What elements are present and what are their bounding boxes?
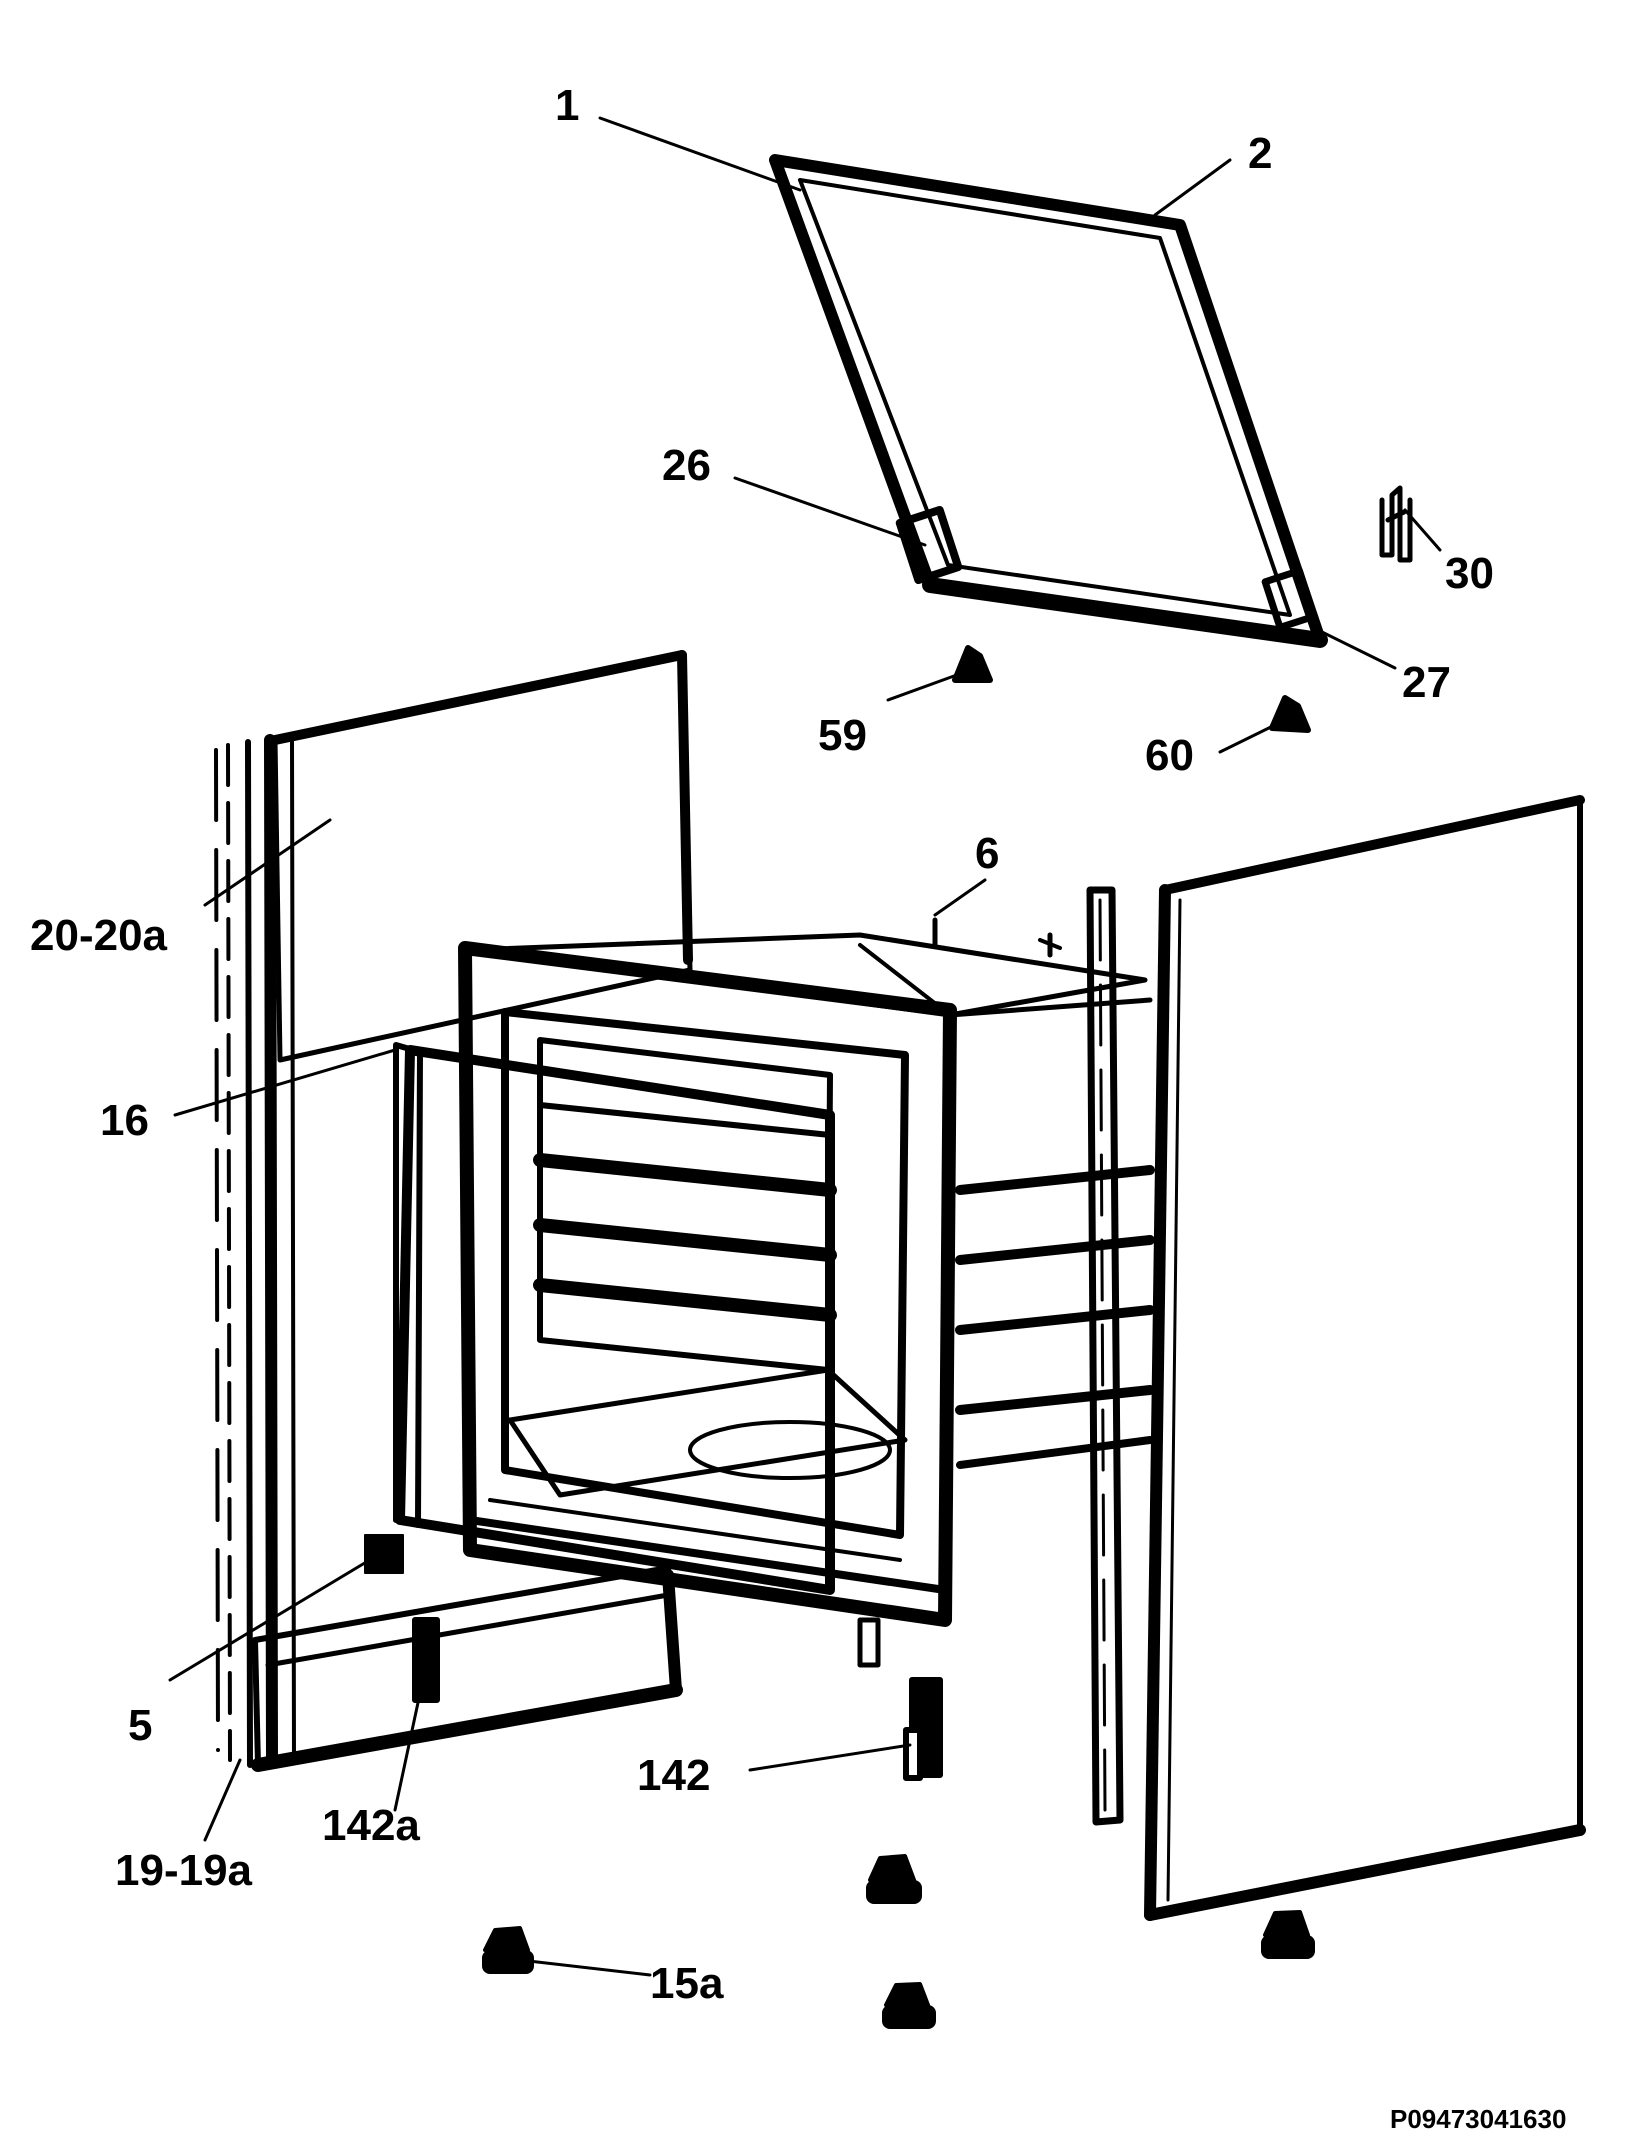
leader-lines — [168, 116, 1442, 1977]
callout-15a: 15a — [650, 1959, 724, 2008]
foot-left — [482, 1926, 534, 1974]
left-side-panel — [214, 650, 693, 1768]
front-plinth — [251, 1565, 683, 1772]
bracket-142 — [903, 1677, 943, 1781]
hinge-clip — [1379, 485, 1413, 563]
small-block-5 — [364, 1534, 404, 1574]
bracket-142a — [412, 1617, 440, 1703]
door-gasket — [393, 1042, 835, 1595]
callout-20-20a: 20-20a — [30, 911, 168, 960]
callout-59: 59 — [818, 711, 867, 760]
right-vertical-rail — [1086, 886, 1124, 1826]
callout-16: 16 — [100, 1096, 149, 1145]
callout-19-19a: 19-19a — [115, 1846, 253, 1895]
callout-1: 1 — [555, 81, 579, 130]
top-lid-panel — [769, 154, 1328, 648]
right-side-panel — [1144, 795, 1586, 1921]
callout-6: 6 — [975, 829, 999, 878]
callout-60: 60 — [1145, 731, 1194, 780]
foot-center-bottom — [882, 1982, 936, 2029]
reference-code: P09473041630 — [1390, 2104, 1566, 2134]
callout-labels: 1 2 26 30 27 59 60 6 20-20a 16 5 142 142… — [30, 81, 1566, 2134]
foot-right — [1261, 1910, 1315, 1959]
callout-142: 142 — [637, 1751, 710, 1800]
callout-5: 5 — [128, 1701, 152, 1750]
oven-cavity — [458, 917, 1155, 1668]
callout-27: 27 — [1402, 658, 1451, 707]
callout-30: 30 — [1445, 549, 1494, 598]
callout-2: 2 — [1248, 129, 1272, 178]
callout-142a: 142a — [322, 1801, 420, 1850]
callout-26: 26 — [662, 441, 711, 490]
foot-center-top — [866, 1854, 922, 1904]
knob-60 — [1269, 695, 1311, 733]
